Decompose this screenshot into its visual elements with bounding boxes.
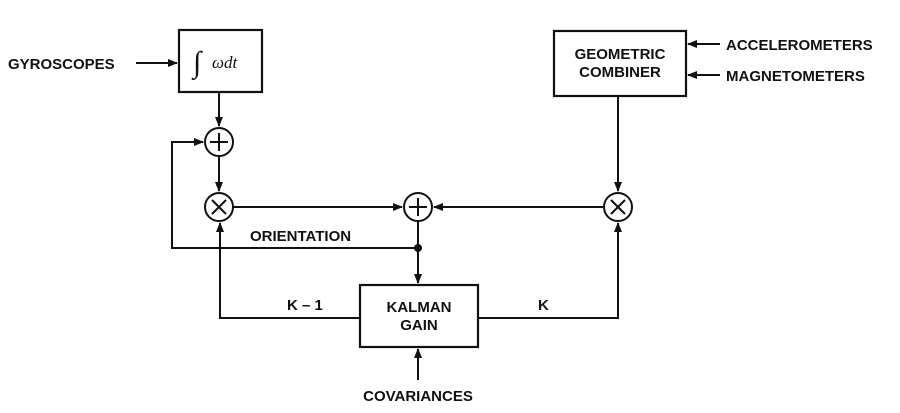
geometric-combiner-block: GEOMETRIC COMBINER bbox=[552, 29, 688, 98]
gyroscopes-label: GYROSCOPES bbox=[8, 56, 115, 73]
orientation-feedback-wire bbox=[171, 138, 418, 249]
covariances-label: COVARIANCES bbox=[363, 388, 473, 405]
adder-1 bbox=[204, 127, 234, 157]
geometric-combiner-line2: COMBINER bbox=[579, 64, 661, 81]
integrator-expression: ωdt bbox=[212, 53, 239, 72]
kalman-gain-line1: KALMAN bbox=[387, 299, 452, 316]
k-wire bbox=[478, 222, 622, 319]
integrator-box bbox=[177, 28, 264, 94]
k-minus-1-wire bbox=[216, 222, 360, 319]
geometric-combiner-line1: GEOMETRIC bbox=[575, 46, 666, 63]
kalman-gain-box bbox=[358, 283, 480, 349]
integral-symbol: ∫ bbox=[191, 46, 203, 81]
magnetometers-label: MAGNETOMETERS bbox=[726, 68, 865, 85]
geometric-combiner-box bbox=[552, 29, 688, 98]
k-minus-1-label: K – 1 bbox=[287, 297, 323, 314]
multiplier-2 bbox=[603, 192, 633, 222]
accelerometers-label: ACCELEROMETERS bbox=[726, 37, 873, 54]
kalman-gain-block: KALMAN GAIN bbox=[358, 283, 480, 349]
adder-2 bbox=[403, 192, 433, 222]
integrator-block: ∫ ωdt bbox=[177, 28, 264, 94]
multiplier-1 bbox=[204, 192, 234, 222]
orientation-label: ORIENTATION bbox=[250, 228, 351, 245]
k-label: K bbox=[538, 297, 549, 314]
kalman-gain-line2: GAIN bbox=[400, 317, 438, 334]
